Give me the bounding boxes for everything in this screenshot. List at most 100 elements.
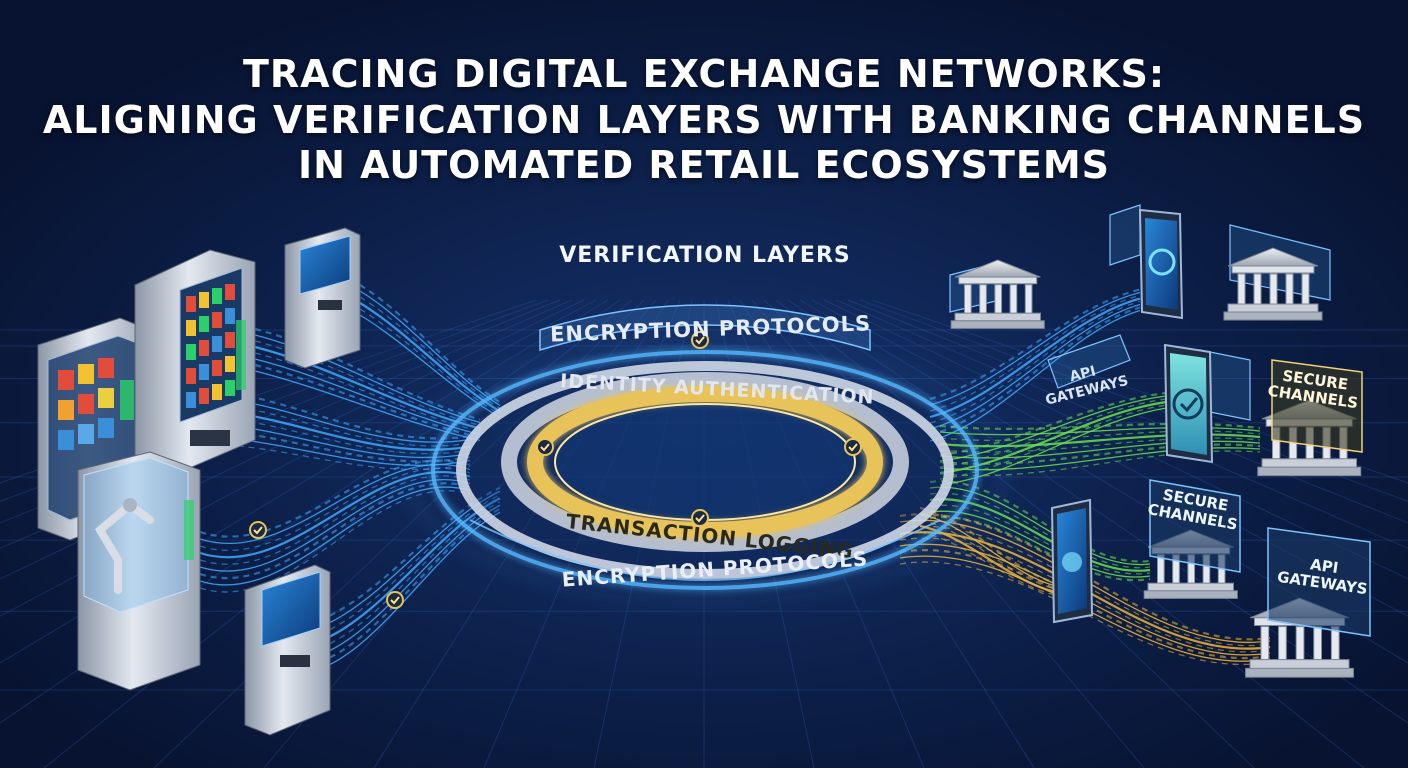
check-icon [536, 438, 554, 456]
flow-line [199, 482, 471, 580]
flow-line [199, 467, 471, 552]
grid-line [787, 299, 1408, 724]
product-item [212, 288, 222, 304]
flow-line [929, 294, 1141, 412]
phone-bottom [1050, 498, 1094, 624]
flow-line [359, 296, 501, 410]
flow-line [939, 422, 1261, 430]
product-item [186, 320, 196, 336]
check-icon [691, 331, 709, 349]
grid-line [835, 299, 1408, 549]
product-item [186, 392, 196, 408]
product-item [225, 308, 235, 324]
check-icon [844, 438, 862, 456]
phone-top [1138, 208, 1184, 320]
grid-line [0, 299, 561, 524]
retail-devices [37, 227, 361, 736]
flow-line [199, 490, 471, 593]
drink-vending-machine [134, 249, 256, 471]
flow-line [929, 498, 1151, 572]
flow-line [919, 513, 1061, 588]
flow-line [939, 426, 1261, 436]
product-item [199, 364, 209, 380]
flow-line [929, 297, 1141, 419]
flow-line [939, 400, 1171, 475]
flow-line [939, 430, 1261, 442]
flow-line [254, 340, 481, 427]
product-item [199, 292, 209, 308]
flow-line [939, 403, 1171, 480]
flow-line [929, 480, 1151, 563]
flow-line [329, 511, 501, 666]
flow-line [929, 306, 1141, 437]
data-flows [149, 284, 1271, 666]
grid-line [0, 299, 573, 549]
product-item [199, 340, 209, 356]
flow-line [939, 450, 1261, 477]
ring-core [554, 403, 856, 521]
transaction-ring [527, 386, 883, 538]
grid-line [859, 299, 1408, 502]
flow-line [939, 394, 1171, 462]
outer-ring [431, 350, 979, 590]
secure-channels-board-mid [1149, 479, 1241, 573]
product-item [199, 388, 209, 404]
bank-icon [1223, 247, 1323, 321]
flow-line [899, 537, 1271, 653]
title-line-1: TRACING DIGITAL EXCHANGE NETWORKS: [242, 52, 1166, 96]
flow-line [149, 415, 471, 455]
flow-line [359, 314, 501, 419]
check-icon [386, 591, 404, 609]
flow-line [199, 459, 471, 538]
flow-line [329, 504, 501, 652]
verification-layers-heading: VERIFICATION LAYERS [559, 243, 851, 268]
product-item [212, 360, 222, 376]
product-item [199, 316, 209, 332]
grid-line [847, 299, 1408, 524]
banking-channels [949, 204, 1371, 678]
product-item [212, 312, 222, 328]
product-item [186, 296, 196, 312]
flow-line [359, 284, 501, 404]
product-item [225, 380, 235, 396]
grid-line [0, 299, 609, 664]
flow-line [919, 506, 1061, 586]
flow-line [929, 291, 1141, 406]
top-arc-band [539, 304, 871, 352]
flow-line [929, 516, 1151, 582]
product-item [186, 368, 196, 384]
payment-kiosk-top [284, 227, 361, 369]
flow-line [254, 345, 481, 430]
robotic-arm-kiosk [77, 451, 201, 691]
bank-icon [950, 259, 1045, 329]
flow-line [929, 309, 1141, 442]
flow-line [939, 406, 1171, 486]
payment-kiosk-bottom [244, 564, 331, 736]
title-line-3: IN AUTOMATED RETAIL ECOSYSTEMS [297, 143, 1111, 187]
grid-line [153, 299, 645, 768]
api-gateways-board-bottom [1267, 527, 1371, 637]
product-item [225, 284, 235, 300]
flow-line [199, 486, 471, 586]
flow-line [939, 397, 1171, 468]
product-item [225, 332, 235, 348]
grid-line [811, 299, 1408, 617]
grid-line [0, 299, 621, 724]
check-icon [691, 509, 709, 527]
verification-checks [249, 331, 862, 609]
product-item [212, 384, 222, 400]
product-item [212, 336, 222, 352]
grid-line [871, 299, 1408, 484]
flow-line [929, 303, 1141, 430]
flow-line [929, 486, 1151, 566]
flow-line [899, 525, 1271, 647]
phone-middle [1163, 343, 1214, 464]
verification-ring-hub [403, 304, 1007, 602]
flow-line [329, 486, 501, 617]
flow-line [254, 334, 481, 424]
flow-line [919, 519, 1061, 591]
flow-line [919, 531, 1061, 597]
flow-line [254, 327, 481, 421]
